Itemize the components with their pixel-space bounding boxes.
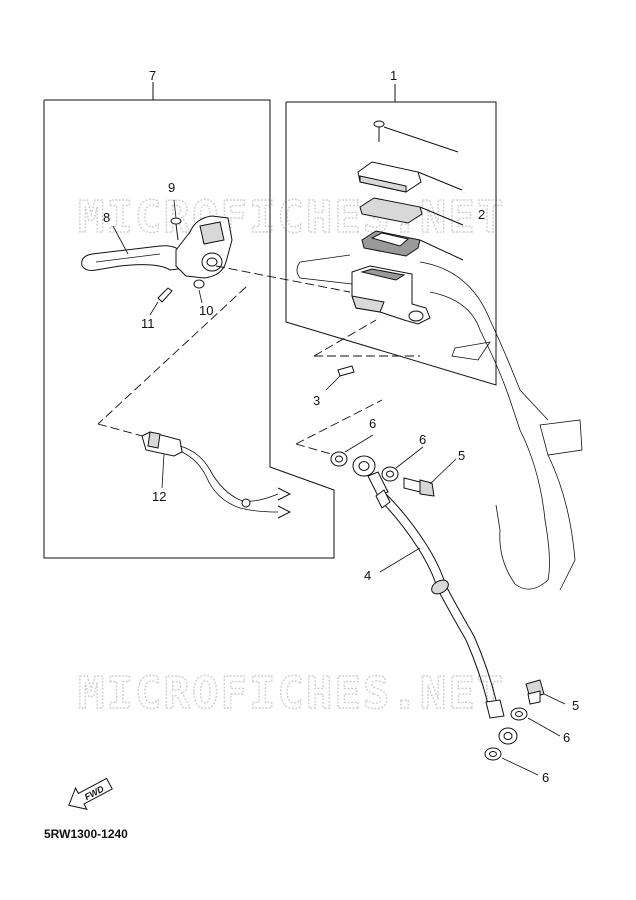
diaphragm <box>361 230 464 261</box>
handlebar-outline <box>296 254 583 591</box>
callout-5-lower: 5 <box>572 698 579 713</box>
copper-washer-lower-2 <box>484 747 502 761</box>
callout-10: 10 <box>199 303 213 318</box>
screw-11 <box>149 287 173 316</box>
union-guide-line <box>295 399 383 445</box>
union-bolt-upper <box>403 477 435 497</box>
union-bolt-lower <box>525 679 545 705</box>
copper-washer-upper-1 <box>330 451 348 467</box>
copper-washer-lower-1 <box>510 707 528 721</box>
assembly-frame-1 <box>285 84 497 386</box>
callout-6-upper-2: 6 <box>419 432 426 447</box>
callout-8: 8 <box>103 210 110 225</box>
brake-hose-4 <box>375 489 518 745</box>
callout-2: 2 <box>478 207 485 222</box>
watermark-bottom: MICROFICHES.NET <box>78 668 505 719</box>
master-cylinder-body <box>351 265 431 325</box>
nut-10 <box>193 279 205 304</box>
callout-1: 1 <box>390 68 397 83</box>
pivot-bolt-9 <box>170 199 182 241</box>
lever-bracket <box>175 215 233 279</box>
callout-11: 11 <box>141 316 155 331</box>
reservoir-cap-screw <box>373 120 459 153</box>
fwd-arrow-icon: FWD <box>68 777 113 811</box>
leader-lines <box>112 225 566 776</box>
diagram-code: 5RW1300-1240 <box>44 827 128 841</box>
diaphragm-plate <box>359 197 464 226</box>
callout-12: 12 <box>152 489 166 504</box>
axis-line <box>215 265 351 293</box>
switch-guide-line <box>97 286 247 425</box>
callout-6-lower-2: 6 <box>542 770 549 785</box>
brake-switch-12 <box>141 431 292 519</box>
brake-lever <box>81 245 187 271</box>
callout-4: 4 <box>364 568 371 583</box>
callout-7: 7 <box>149 68 156 83</box>
reservoir-cap <box>357 161 463 193</box>
bolt-3 <box>313 319 420 391</box>
callout-6-upper-1: 6 <box>369 416 376 431</box>
copper-washer-upper-2 <box>381 466 399 482</box>
assembly-frame-7 <box>43 82 335 559</box>
callout-6-lower-1: 6 <box>563 730 570 745</box>
banjo-fitting <box>352 455 389 497</box>
callout-3: 3 <box>313 393 320 408</box>
callout-5-upper: 5 <box>458 448 465 463</box>
callout-9: 9 <box>168 180 175 195</box>
watermark-top: MICROFICHES.NET <box>78 192 505 243</box>
